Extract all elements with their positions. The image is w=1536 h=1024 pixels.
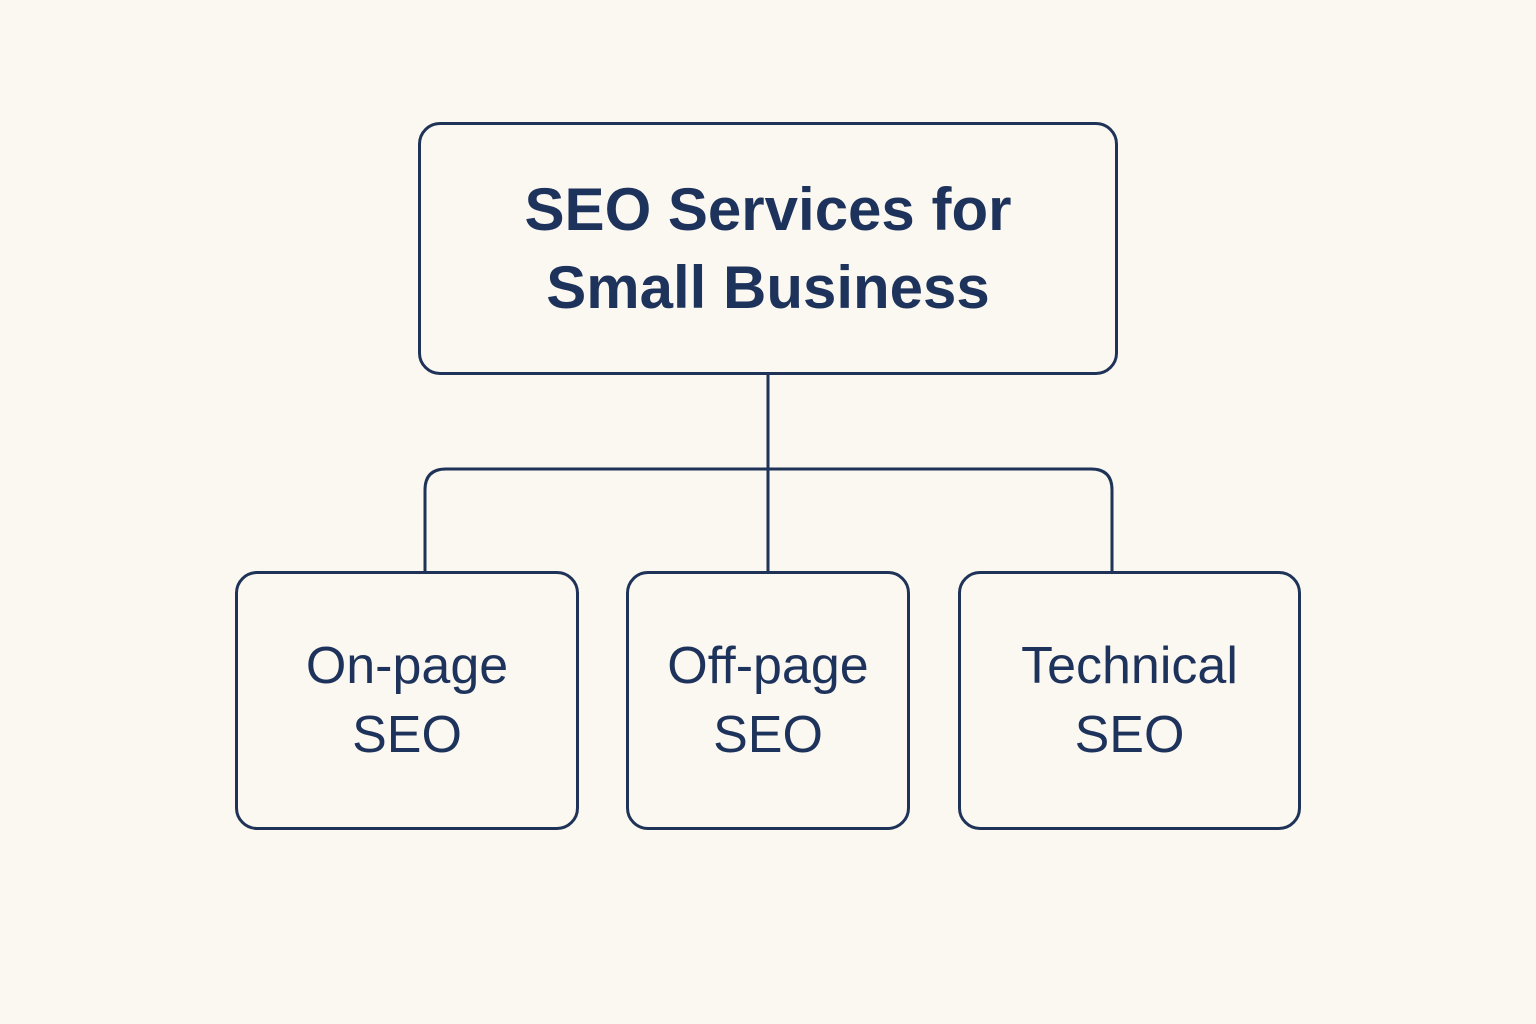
root-node-box: SEO Services for Small Business <box>418 122 1118 375</box>
technical-seo-box: Technical SEO <box>958 571 1301 830</box>
off-page-seo-label-line1: Off-page <box>667 636 869 695</box>
technical-seo-label-line2: SEO <box>1074 705 1185 764</box>
off-page-seo-label-line2: SEO <box>713 705 823 764</box>
on-page-seo-label-line2: SEO <box>352 705 462 764</box>
root-node-label-line2: Small Business <box>546 253 990 321</box>
branch-connector <box>423 467 1114 573</box>
on-page-seo-box: On-page SEO <box>235 571 579 830</box>
off-page-seo-box: Off-page SEO <box>626 571 910 830</box>
technical-seo-label: Technical SEO <box>1021 632 1238 770</box>
on-page-seo-label-line1: On-page <box>305 636 509 695</box>
off-page-seo-label: Off-page SEO <box>667 632 868 770</box>
on-page-seo-label: On-page SEO <box>306 632 508 770</box>
root-node-label: SEO Services for Small Business <box>508 171 1028 327</box>
root-node-label-line1: SEO Services for <box>524 175 1012 243</box>
technical-seo-label-line1: Technical <box>1021 636 1238 695</box>
